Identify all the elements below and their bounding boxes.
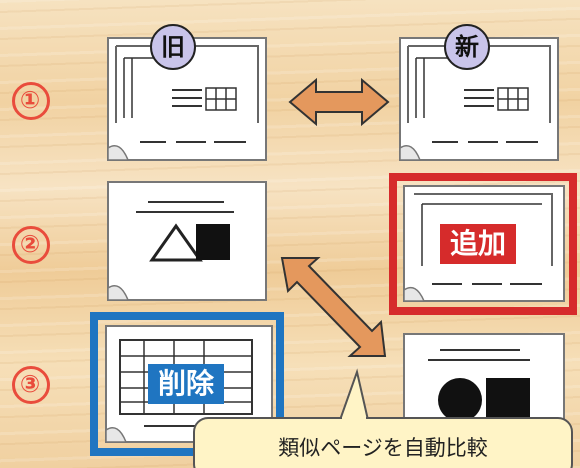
step-number-2: ② (10, 224, 50, 264)
added-document-frame (389, 173, 577, 315)
row2-old-document (107, 181, 267, 301)
deleted-badge: 削除 (148, 364, 225, 404)
compare-arrow-2 (280, 257, 387, 357)
new-version-tag: 新 (444, 24, 490, 70)
callout-text: 類似ページを自動比較 (278, 436, 488, 460)
deleted-document-frame (90, 312, 284, 456)
old-version-tag: 旧 (150, 24, 196, 70)
step-number-1: ① (10, 80, 50, 120)
compare-arrow-1 (288, 77, 390, 127)
added-badge: 追加 (440, 224, 517, 264)
callout-bubble (193, 368, 573, 468)
step-number-3: ③ (10, 364, 50, 404)
